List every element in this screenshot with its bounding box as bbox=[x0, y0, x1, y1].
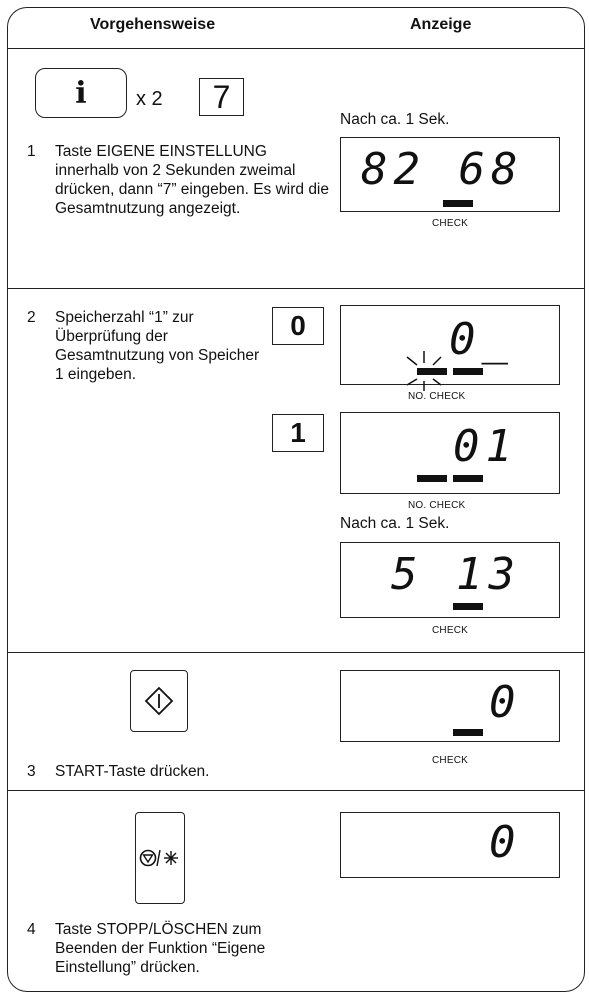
lcd-label-no-check: NO. CHECK bbox=[408, 391, 466, 402]
step4-number: 4 bbox=[27, 921, 36, 938]
lcd-digits: 0 bbox=[489, 677, 522, 728]
digit-key-1: 1 bbox=[272, 414, 324, 452]
step2-text: Speicherzahl “1” zur Überprüfung der Ges… bbox=[55, 309, 260, 383]
stop-clear-button-icon bbox=[135, 812, 185, 904]
lcd-indicator-bar bbox=[453, 475, 483, 482]
step3-number: 3 bbox=[27, 763, 36, 780]
lcd-digits: 01 bbox=[453, 421, 518, 472]
lcd-indicator-bar bbox=[453, 729, 483, 736]
step1-number: 1 bbox=[27, 143, 36, 160]
lcd-indicator-bar bbox=[453, 368, 483, 375]
row-divider bbox=[7, 790, 585, 791]
digit-key-7: 7 bbox=[199, 78, 244, 116]
header-procedure: Vorgehensweise bbox=[90, 16, 216, 33]
lcd-display-step2a: 0_ bbox=[340, 305, 560, 391]
step1-text: Taste EIGENE EINSTELLUNG innerhalb von 2… bbox=[55, 143, 329, 217]
digit-key-0: 0 bbox=[272, 307, 324, 345]
stop-clear-icon bbox=[139, 849, 178, 867]
lcd-digits: 82 68 bbox=[361, 144, 524, 195]
lcd-label-check: CHECK bbox=[432, 218, 469, 229]
lcd-display-step4: 0 bbox=[340, 812, 560, 878]
times-two: x 2 bbox=[136, 88, 163, 110]
step1-after-label: Nach ca. 1 Sek. bbox=[340, 111, 450, 128]
lcd-display-step2c: 5 13 bbox=[340, 542, 560, 618]
header-divider bbox=[7, 48, 585, 49]
info-key-glyph: i bbox=[75, 75, 87, 111]
lcd-label-no-check: NO. CHECK bbox=[408, 500, 466, 511]
lcd-indicator-bar bbox=[417, 475, 447, 482]
lcd-label-check: CHECK bbox=[432, 755, 469, 766]
info-key-icon: i bbox=[35, 68, 127, 118]
lcd-digits: 0 bbox=[489, 817, 522, 868]
row-divider bbox=[7, 652, 585, 653]
lcd-display-step1: 82 68 bbox=[340, 137, 560, 212]
lcd-display-step3: 0 bbox=[340, 670, 560, 742]
start-icon bbox=[144, 686, 174, 716]
step2-number: 2 bbox=[27, 309, 36, 326]
lcd-label-check: CHECK bbox=[432, 625, 469, 636]
row-divider bbox=[7, 288, 585, 289]
header-display: Anzeige bbox=[410, 16, 472, 33]
step2-after-label: Nach ca. 1 Sek. bbox=[340, 515, 450, 532]
step3-text: START-Taste drücken. bbox=[55, 763, 210, 780]
lcd-display-step2b: 01 bbox=[340, 412, 560, 494]
lcd-digits: 0_ bbox=[449, 314, 514, 365]
lcd-indicator-bar bbox=[417, 368, 447, 375]
lcd-digits: 5 13 bbox=[391, 549, 521, 600]
lcd-indicator-bar bbox=[453, 603, 483, 610]
blink-rays-icon bbox=[406, 351, 442, 391]
step4-text: Taste STOPP/LÖSCHEN zum Beenden der Funk… bbox=[55, 921, 266, 976]
start-button-icon bbox=[130, 670, 188, 732]
lcd-indicator-bar bbox=[443, 200, 473, 207]
